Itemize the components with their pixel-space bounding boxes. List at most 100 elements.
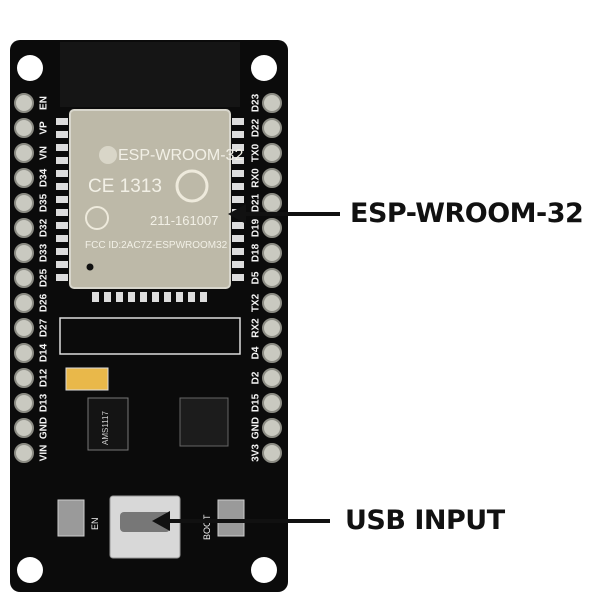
pin-right-3v3 (262, 443, 282, 463)
pin-label: D4 (251, 346, 262, 359)
usb-uart-chip (179, 397, 229, 447)
wroom-module (69, 109, 231, 289)
module-pad (56, 235, 68, 242)
module-pad (232, 157, 244, 164)
boot-button[interactable] (217, 499, 245, 537)
pin-label: D27 (39, 318, 50, 337)
pin-right-rx0 (262, 168, 282, 188)
pin-left-vp (14, 118, 34, 138)
pin-left-d27 (14, 318, 34, 338)
module-pad (104, 292, 111, 302)
module-pad (56, 248, 68, 255)
pin-label: D22 (251, 118, 262, 137)
pin-left-gnd (14, 418, 34, 438)
mounting-hole (251, 55, 277, 81)
pin-right-d5 (262, 268, 282, 288)
pin-label: D26 (39, 293, 50, 312)
pin-label: D33 (39, 243, 50, 262)
module-pad (92, 292, 99, 302)
pin-label: 3V3 (251, 444, 262, 462)
pin-label: D35 (39, 193, 50, 212)
pin-left-d35 (14, 193, 34, 213)
telec-logo-icon (85, 206, 109, 230)
pin-label: D14 (39, 343, 50, 362)
pin-right-d2 (262, 368, 282, 388)
module-pad (232, 144, 244, 151)
pin-headers: ENVPVND34D35D32D33D25D26D27D14D12D13GNDV… (14, 93, 282, 463)
ce-mark-print: CE 1313 (88, 176, 162, 197)
pin-left-vin (14, 443, 34, 463)
pin-left-d14 (14, 343, 34, 363)
module-pad (56, 222, 68, 229)
pin-label: D18 (251, 243, 262, 262)
module-pad (56, 209, 68, 216)
pin-left-d33 (14, 243, 34, 263)
cert-code-print: 211-161007 (150, 213, 218, 228)
pin-left-d12 (14, 368, 34, 388)
pin-label: D5 (251, 271, 262, 284)
module-arrow-head (228, 204, 246, 224)
pin-label: D12 (39, 368, 50, 387)
pin-label: D21 (251, 193, 262, 212)
module-pad (164, 292, 171, 302)
pin-label: D13 (39, 393, 50, 412)
module-pad (56, 157, 68, 164)
mounting-hole (17, 557, 43, 583)
capacitor (65, 367, 109, 391)
pin-left-d32 (14, 218, 34, 238)
pin-label: EN (39, 96, 50, 110)
pin-right-d4 (262, 343, 282, 363)
module-name-print: ESP-WROOM-32 (118, 147, 243, 164)
en-button[interactable] (57, 499, 85, 537)
module-pad (56, 274, 68, 281)
espressif-logo-icon (99, 146, 117, 164)
module-pad (232, 222, 244, 229)
pin-label: D34 (39, 168, 50, 187)
module-pad (232, 131, 244, 138)
pin-label: RX2 (251, 318, 262, 338)
pin-label: GND (39, 417, 50, 439)
pin-left-d34 (14, 168, 34, 188)
pin-right-d18 (262, 243, 282, 263)
pin-right-rx2 (262, 318, 282, 338)
pin-right-d19 (262, 218, 282, 238)
pin1-dot (86, 263, 94, 271)
module-pad (232, 248, 244, 255)
module-pad (176, 292, 183, 302)
pin-label: D19 (251, 218, 262, 237)
pin-label: TX0 (251, 143, 262, 162)
pin-left-vn (14, 143, 34, 163)
pin-right-d22 (262, 118, 282, 138)
pin-right-d23 (262, 93, 282, 113)
pin-left-d25 (14, 268, 34, 288)
pin-left-d13 (14, 393, 34, 413)
pin-label: D2 (251, 371, 262, 384)
regulator-label: AMS1117 (101, 411, 110, 445)
module-pad (232, 196, 244, 203)
pin-right-d21 (262, 193, 282, 213)
module-pad (232, 170, 244, 177)
pin-label: GND (251, 417, 262, 439)
module-pad (116, 292, 123, 302)
module-pad (200, 292, 207, 302)
pin-label: D23 (251, 93, 262, 112)
pin-label: VIN (39, 445, 50, 462)
usb-port-opening (120, 512, 170, 532)
pin-left-en (14, 93, 34, 113)
module-pad (232, 261, 244, 268)
pin-label: VP (39, 121, 50, 135)
pin-right-tx0 (262, 143, 282, 163)
module-pad (56, 183, 68, 190)
usb-arrow-head (152, 511, 170, 531)
module-pad (56, 261, 68, 268)
module-pad (56, 118, 68, 125)
module-pad (56, 144, 68, 151)
pin-right-gnd (262, 418, 282, 438)
en-button-label: EN (90, 517, 100, 530)
pin-label: D25 (39, 268, 50, 287)
antenna-area (60, 42, 240, 107)
pin-label: TX2 (251, 293, 262, 312)
pin-label: RX0 (251, 168, 262, 188)
module-pad (152, 292, 159, 302)
